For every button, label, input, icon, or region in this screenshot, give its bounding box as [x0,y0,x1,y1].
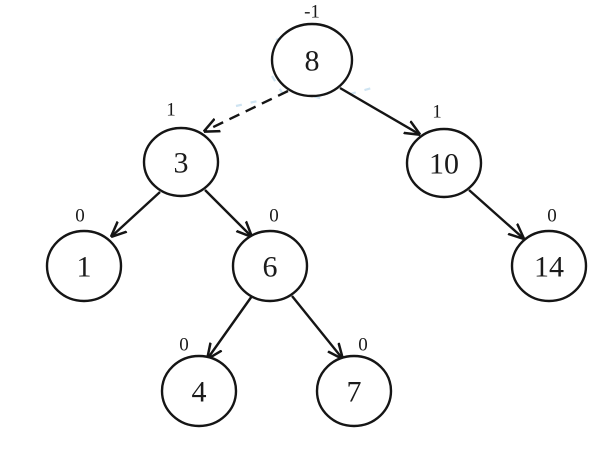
tree-node-6[interactable]: 6 [231,229,309,303]
scan-artifact [349,86,373,96]
node-key-1: 1 [77,251,92,284]
balance-factor-14: 0 [547,206,557,227]
node-key-7: 7 [347,376,362,409]
tree-node-14[interactable]: 14 [510,229,588,303]
node-circle-1 [45,229,123,303]
node-circle-10 [405,127,483,199]
tree-node-8[interactable]: 8 [270,22,354,98]
tree-edge-3-to-1 [112,191,161,236]
balance-factor-10: 1 [432,102,442,123]
balance-factor-6: 0 [269,206,279,227]
tree-edge-10-to-14 [468,189,523,238]
scan-artifact [235,98,263,108]
tree-node-1[interactable]: 1 [45,229,123,303]
tree-edge-7-to-7 [291,295,342,358]
node-key-4: 4 [192,376,207,409]
balance-factor-4: 0 [179,335,189,356]
balance-factor-1: 0 [75,206,85,227]
node-circle-6 [231,229,309,303]
balance-factor-7: 0 [358,335,368,356]
tree-edge-8-to-3 [205,89,289,131]
tree-edge-3-to-6 [204,189,251,236]
tree-node-7[interactable]: 7 [315,354,393,428]
node-circle-4 [160,354,238,428]
balance-factor-8: -1 [304,2,320,23]
node-circle-8 [270,22,354,98]
node-circle-14 [510,229,588,303]
node-circle-7 [315,354,393,428]
node-key-10: 10 [429,148,459,181]
tree-node-3[interactable]: 3 [142,126,220,198]
tree-edge-6-to-4 [208,295,253,358]
node-key-8: 8 [305,45,320,78]
node-circle-3 [142,126,220,198]
node-key-3: 3 [174,147,189,180]
balance-factor-3: 1 [166,100,176,121]
tree-node-4[interactable]: 4 [160,354,238,428]
node-key-14: 14 [534,251,564,284]
tree-edge-8-to-10 [339,86,419,134]
tree-node-10[interactable]: 10 [405,127,483,199]
node-key-6: 6 [263,251,278,284]
edge-layer [112,86,523,358]
